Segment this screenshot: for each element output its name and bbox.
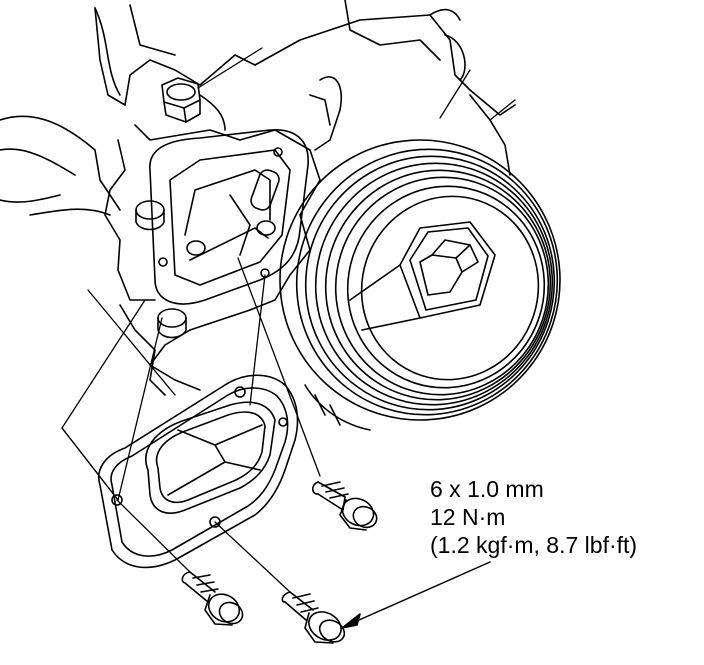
bolt-left-upper (136, 201, 164, 230)
bolt-left-lower (158, 309, 186, 338)
crank-pulley (244, 104, 597, 457)
mounting-flange (150, 130, 308, 304)
callout-arrow (342, 562, 490, 628)
pulley-center-bolt (350, 222, 495, 330)
torque-nm-label: 12 N·m (430, 504, 506, 530)
flange-bolt-left (182, 572, 246, 628)
bolt-size-label: 6 x 1.0 mm (430, 476, 544, 502)
flange-bolt-right (313, 482, 380, 531)
bolt-top (162, 78, 200, 122)
cover-gasket (99, 375, 298, 567)
torque-alt-label: (1.2 kgf·m, 8.7 lbf·ft) (430, 532, 638, 558)
flange-bolt-bottom (282, 592, 348, 646)
guide-lines (62, 48, 515, 592)
